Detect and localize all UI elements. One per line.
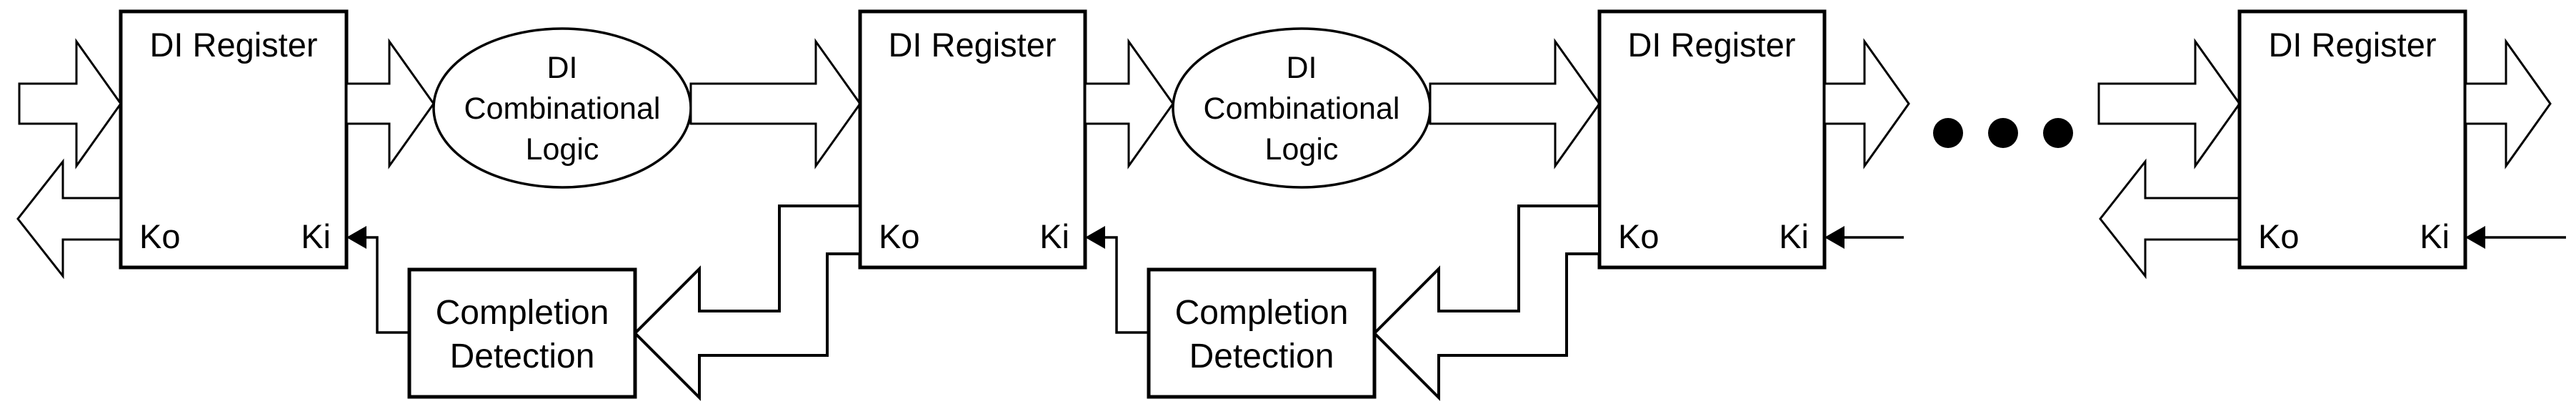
register-box: [2237, 9, 2467, 270]
logic-label-line2: Combinational: [464, 92, 661, 126]
completion-label-line1: Completion: [436, 294, 609, 332]
dot: [2043, 118, 2073, 148]
dot: [1988, 118, 2018, 148]
ki-arrowhead-icon: [1085, 226, 1105, 249]
di-register-2: DI Register Ko Ki: [858, 9, 1087, 270]
ko-pin-label: Ko: [879, 217, 920, 255]
ko-elbow-arrow-reg2-to-cd1: [633, 205, 862, 401]
register-box: [1597, 9, 1827, 270]
ki-arrowhead-icon: [2465, 226, 2485, 249]
data-arrow-reg3-out: [1823, 38, 1910, 169]
data-arrow-in-reg4: [2097, 38, 2241, 169]
ko-pin-label: Ko: [2258, 217, 2300, 255]
ko-elbow-arrow-reg3-to-cd2: [1372, 205, 1601, 401]
completion-box: [407, 267, 637, 399]
completion-detection-2: Completion Detection: [1147, 267, 1377, 399]
di-register-3: DI Register Ko Ki: [1597, 9, 1827, 270]
logic-label-line1: DI: [1287, 51, 1317, 85]
ki-pin-label: Ki: [1779, 217, 1809, 255]
register-title: DI Register: [149, 26, 317, 64]
register-title: DI Register: [2268, 26, 2436, 64]
completion-label-line2: Detection: [450, 338, 595, 375]
logic-label-line1: DI: [547, 51, 578, 85]
ki-feedback-line: [1104, 236, 1149, 334]
ki-feedback-cd2-to-reg2: [1085, 226, 1149, 334]
combinational-logic-1: DI Combinational Logic: [432, 27, 692, 189]
ko-output-arrow-4: [2099, 158, 2241, 280]
ki-arrowhead-icon: [346, 226, 366, 249]
ki-arrowhead-icon: [1824, 226, 1844, 249]
ko-pin-label: Ko: [139, 217, 181, 255]
logic-label-line2: Combinational: [1204, 92, 1400, 126]
ko-pin-label: Ko: [1618, 217, 1659, 255]
ko-output-arrow-1: [16, 158, 122, 280]
data-arrow-logic1-to-reg2: [689, 38, 862, 169]
completion-label-line2: Detection: [1189, 338, 1334, 375]
di-register-4: DI Register Ko Ki: [2237, 9, 2467, 270]
ki-pin-label: Ki: [1039, 217, 1069, 255]
completion-box: [1147, 267, 1377, 399]
ki-feedback-line: [364, 236, 409, 334]
data-arrow-reg2-to-logic2: [1084, 38, 1174, 169]
ellipsis-dots-icon: [1933, 118, 2073, 148]
ki-input-reg4: [2465, 226, 2566, 249]
ki-input-reg3: [1824, 226, 1904, 249]
register-box: [119, 9, 349, 270]
logic-label-line3: Logic: [526, 132, 599, 167]
logic-label-line3: Logic: [1265, 132, 1339, 167]
ki-pin-label: Ki: [2420, 217, 2450, 255]
data-arrow-reg1-to-logic1: [345, 38, 435, 169]
register-box: [858, 9, 1087, 270]
data-arrow-logic2-to-reg3: [1429, 38, 1601, 169]
ki-pin-label: Ki: [301, 217, 331, 255]
combinational-logic-2: DI Combinational Logic: [1172, 27, 1432, 189]
register-title: DI Register: [1627, 26, 1795, 64]
register-title: DI Register: [888, 26, 1056, 64]
data-output-arrow: [2464, 38, 2552, 169]
di-register-1: DI Register Ko Ki: [119, 9, 349, 270]
completion-label-line1: Completion: [1175, 294, 1349, 332]
data-input-arrow: [18, 38, 122, 169]
dot: [1933, 118, 1963, 148]
completion-detection-1: Completion Detection: [407, 267, 637, 399]
ki-feedback-cd1-to-reg1: [346, 226, 409, 334]
